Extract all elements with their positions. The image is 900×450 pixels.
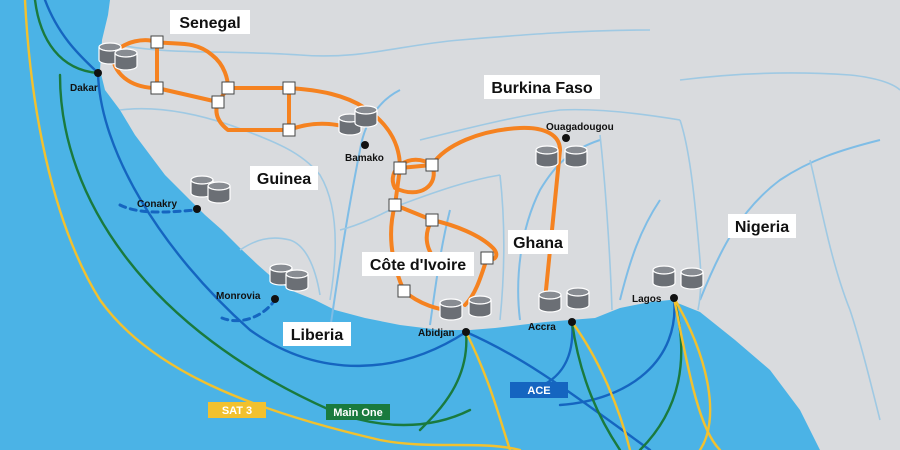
city-label-accra: Accra bbox=[528, 322, 556, 333]
city-dot-icon bbox=[568, 318, 576, 326]
ace-cable-line bbox=[558, 296, 676, 407]
country-labels: Senegal Burkina Faso Guinea Nigeria Ghan… bbox=[170, 10, 796, 346]
sat3-cable-line bbox=[672, 296, 722, 450]
country-label-liberia: Liberia bbox=[291, 327, 344, 344]
city-dots bbox=[94, 69, 678, 336]
city-label-conakry: Conakry bbox=[137, 199, 177, 210]
square-node-icon bbox=[480, 251, 494, 265]
monrovia-dashed-link bbox=[220, 298, 277, 323]
land-mass bbox=[100, 0, 900, 450]
square-node-icon bbox=[282, 123, 296, 137]
city-label-monrovia: Monrovia bbox=[216, 291, 261, 302]
country-label-ghana: Ghana bbox=[513, 235, 563, 252]
sat3-cable-line bbox=[23, 0, 522, 450]
city-label-bamako: Bamako bbox=[345, 153, 384, 164]
submarine-cables bbox=[23, 0, 722, 450]
country-label-senegal: Senegal bbox=[179, 15, 240, 32]
square-node-icon bbox=[150, 35, 164, 49]
conakry-dashed-link bbox=[118, 203, 198, 214]
sat3-label: SAT 3 bbox=[222, 405, 252, 417]
country-label-nigeria: Nigeria bbox=[735, 219, 789, 236]
city-dot-icon bbox=[193, 205, 201, 213]
ace-cable-line bbox=[43, 0, 100, 75]
main-one-cable-line bbox=[418, 330, 468, 432]
main-one-cable-line bbox=[33, 0, 100, 75]
city-dot-icon bbox=[562, 134, 570, 142]
square-node-icon bbox=[150, 81, 164, 95]
main-one-label-box bbox=[326, 404, 390, 420]
country-label-cote-divoire: Côte d'Ivoire bbox=[370, 257, 466, 274]
city-dot-icon bbox=[670, 294, 678, 302]
square-node-icon bbox=[393, 161, 407, 175]
city-dot-icon bbox=[462, 328, 470, 336]
ace-label-box bbox=[510, 382, 568, 398]
square-node-icon bbox=[397, 284, 411, 298]
main-one-label: Main One bbox=[333, 407, 383, 419]
city-label-lagos: Lagos bbox=[632, 294, 662, 305]
city-label-dakar: Dakar bbox=[70, 83, 98, 94]
city-dot-icon bbox=[271, 295, 279, 303]
ace-label: ACE bbox=[527, 385, 550, 397]
main-one-cable-line bbox=[58, 73, 472, 427]
network-nodes bbox=[150, 35, 494, 298]
sat3-cable-line bbox=[570, 320, 632, 450]
sat3-cable-line bbox=[672, 296, 712, 450]
square-node-icon bbox=[425, 158, 439, 172]
sat3-cable-line bbox=[464, 330, 512, 450]
main-one-cable-line bbox=[638, 296, 683, 450]
country-label-guinea: Guinea bbox=[257, 171, 311, 188]
square-node-icon bbox=[221, 81, 235, 95]
city-dot-icon bbox=[361, 141, 369, 149]
city-dot-icon bbox=[94, 69, 102, 77]
city-label-abidjan: Abidjan bbox=[418, 328, 455, 339]
country-label-burkina-faso: Burkina Faso bbox=[491, 80, 593, 97]
city-labels: Dakar Ouagadougou Bamako Conakry Lagos M… bbox=[70, 83, 662, 339]
square-node-icon bbox=[282, 81, 296, 95]
city-label-ouagadougou: Ouagadougou bbox=[546, 122, 614, 133]
sat3-label-box bbox=[208, 402, 266, 418]
country-borders bbox=[119, 29, 900, 421]
square-node-icon bbox=[425, 213, 439, 227]
ace-cable-line bbox=[96, 71, 468, 368]
square-node-icon bbox=[388, 198, 402, 212]
main-one-cable-line bbox=[570, 320, 622, 450]
square-node-icon bbox=[211, 95, 225, 109]
